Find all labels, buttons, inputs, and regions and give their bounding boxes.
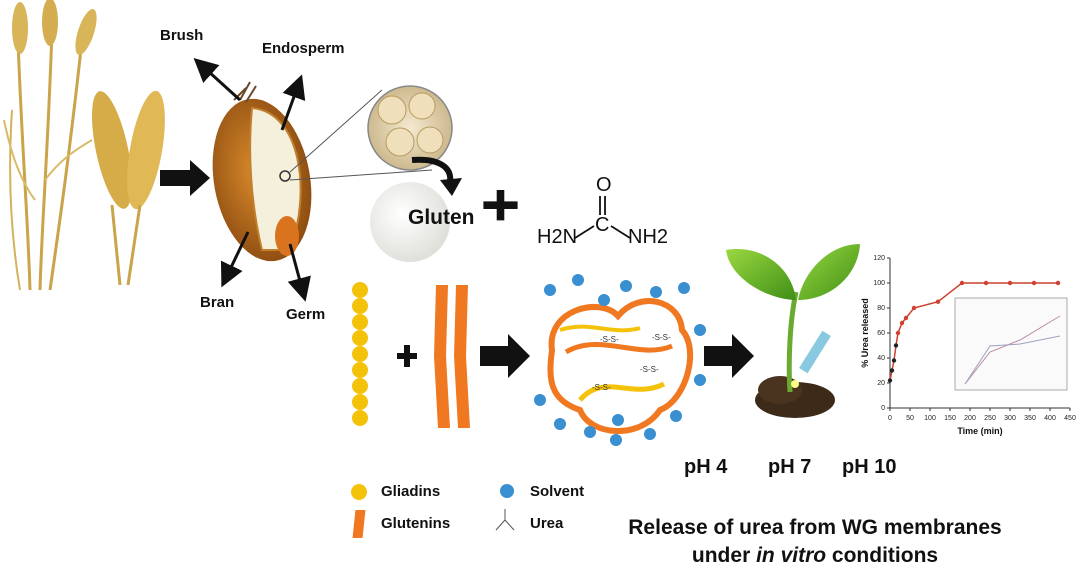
gliadin-legend-marker xyxy=(351,484,367,500)
gliadins-legend-label: Gliadins xyxy=(381,483,441,500)
endosperm-label: Endosperm xyxy=(262,40,345,57)
gluten-label: Gluten xyxy=(408,206,475,229)
caption-line2-italic: in vitro xyxy=(756,544,827,567)
plus-sign-proteins xyxy=(397,345,417,367)
ph-label-7: pH 7 xyxy=(768,456,812,478)
chart-data-point xyxy=(1055,280,1061,286)
svg-text:-S-S-: -S-S- xyxy=(592,383,611,392)
chart-y-tick-label: 120 xyxy=(873,255,885,262)
chart-y-tick-label: 40 xyxy=(877,355,885,362)
gliadin-chain xyxy=(352,282,368,426)
svg-text:-S-S-: -S-S- xyxy=(640,365,659,374)
urea-nh2-group: NH2 xyxy=(628,226,669,248)
bran-pointer xyxy=(220,231,250,288)
chart-data-point xyxy=(911,305,917,311)
arrow-network-to-plant xyxy=(704,334,754,378)
caption-line-1: Release of urea from WG membranes xyxy=(628,516,1002,539)
svg-text:-S-S-: -S-S- xyxy=(652,333,671,342)
plus-sign-urea xyxy=(483,190,518,221)
caption-line2-suffix: conditions xyxy=(826,544,939,567)
chart-x-tick-label: 200 xyxy=(964,415,976,422)
solvent-legend-label: Solvent xyxy=(530,483,585,500)
bran-label: Bran xyxy=(200,294,235,311)
ph-label-4: pH 4 xyxy=(684,456,728,478)
glutenins-legend-label: Glutenins xyxy=(381,515,451,532)
chart-x-axis-label: Time (min) xyxy=(957,426,1002,436)
ph-label-10: pH 10 xyxy=(842,456,897,478)
chart-y-tick-label: 20 xyxy=(877,380,885,387)
urea-o-atom: O xyxy=(596,174,612,196)
wheat-plant-illustration xyxy=(3,0,165,291)
caption-line-2: under in vitro conditions xyxy=(595,544,1035,568)
chart-x-tick-label: 400 xyxy=(1044,415,1056,422)
chart-data-point xyxy=(935,299,941,304)
caption-line2-prefix: under xyxy=(691,544,757,567)
solvent-legend-marker xyxy=(500,484,514,498)
urea-legend-label: Urea xyxy=(530,515,564,532)
chart-inset-line xyxy=(964,335,1061,385)
chart-data-point xyxy=(895,330,901,336)
chart-x-tick-label: 300 xyxy=(1004,415,1016,422)
endosperm-cells-magnified xyxy=(367,85,453,171)
svg-text:-S-S-: -S-S- xyxy=(600,335,619,344)
chart-y-tick-label: 100 xyxy=(873,280,885,287)
urea-h2n-group: H2N xyxy=(537,226,578,248)
chart-data-point xyxy=(1031,280,1037,286)
chart-x-tick-label: 100 xyxy=(924,415,936,422)
chart-y-axis-label: % Urea released xyxy=(860,298,870,368)
urea-structure xyxy=(574,196,631,239)
germ-label: Germ xyxy=(286,306,326,323)
glutenin-strips xyxy=(434,285,470,428)
chart-data-point xyxy=(893,343,899,348)
chart-data-point xyxy=(887,378,893,383)
chart-y-tick-label: 60 xyxy=(877,330,885,337)
brush-label: Brush xyxy=(160,27,204,44)
chart-x-tick-label: 150 xyxy=(944,415,956,422)
chart-x-tick-label: 450 xyxy=(1064,415,1076,422)
chart-x-tick-label: 250 xyxy=(984,415,996,422)
wheat-grain-cross-section xyxy=(212,81,312,262)
chart-series-line xyxy=(889,282,1058,381)
chart-y-tick-label: 80 xyxy=(877,305,885,312)
arrow-plant-to-grain xyxy=(160,160,210,196)
germ-pointer xyxy=(287,243,311,302)
curved-arrow-to-gluten xyxy=(411,156,454,183)
gluten-urea-network: -S-S- -S-S- -S-S- -S-S- xyxy=(534,274,706,446)
endosperm-pointer xyxy=(280,74,306,131)
brush-pointer xyxy=(193,57,242,102)
arrow-proteins-to-network xyxy=(480,334,530,378)
chart-inset-line xyxy=(964,315,1061,385)
chart-x-tick-label: 50 xyxy=(906,415,914,422)
urea-release-chart: 0 50 100 150 200 250 300 350 400 450 0 20 40 60 80 100 1… xyxy=(860,255,1076,436)
chart-x-tick-label: 0 xyxy=(888,415,892,422)
seedling-in-soil xyxy=(726,244,860,418)
chart-data-point xyxy=(983,280,989,286)
chart-data-point xyxy=(891,358,897,363)
chart-data-point xyxy=(1007,280,1013,286)
chart-data-point xyxy=(959,280,965,286)
chart-data-point xyxy=(903,315,909,321)
chart-data-point xyxy=(889,368,895,373)
chart-x-tick-label: 350 xyxy=(1024,415,1036,422)
urea-c-atom: C xyxy=(595,214,610,236)
gluten-blob xyxy=(370,182,450,262)
chart-data-point xyxy=(899,320,905,326)
urea-legend-marker xyxy=(495,509,515,531)
chart-y-tick-label: 0 xyxy=(881,405,885,412)
